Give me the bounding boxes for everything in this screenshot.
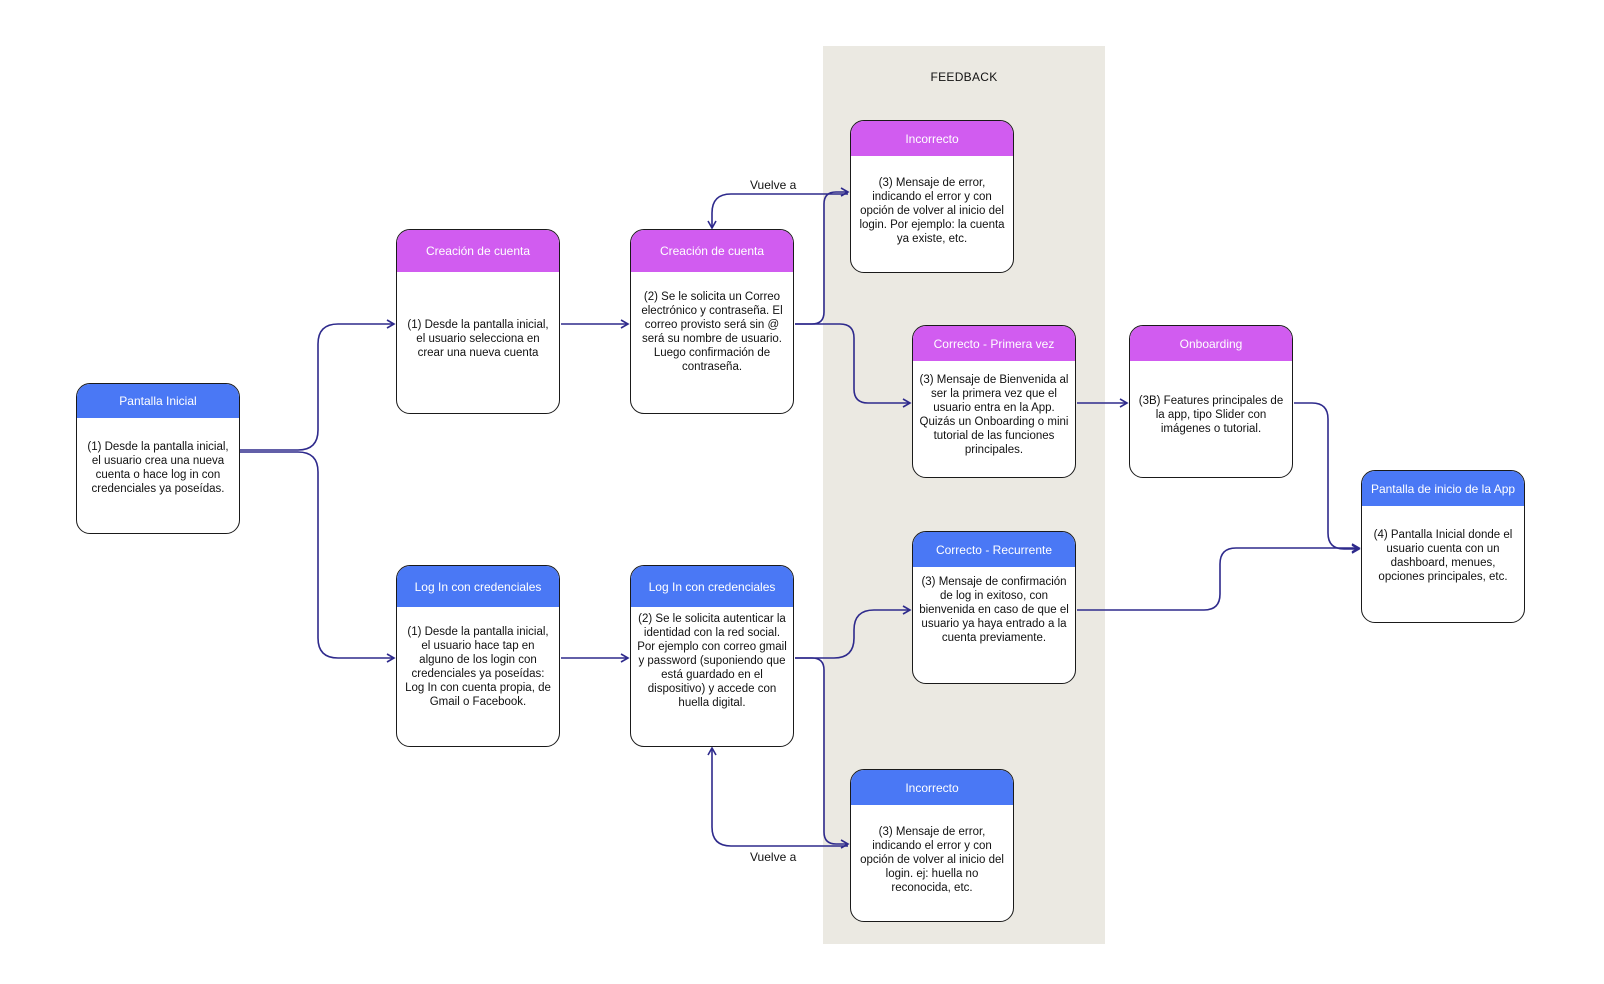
node-header: Log In con credenciales [631, 566, 793, 607]
edge-incorrecto-vuelve-creacion2 [707, 193, 848, 230]
node-header: Incorrecto [851, 121, 1013, 156]
node-creacion-cuenta-2: Creación de cuenta (2) Se le solicita un… [630, 229, 794, 414]
node-body: (2) Se le solicita autenticar la identid… [637, 613, 787, 709]
node-header: Correcto - Recurrente [913, 532, 1075, 567]
edge-inicial-to-login [239, 451, 396, 663]
node-header: Onboarding [1130, 326, 1292, 361]
edge-creacion2-to-primera-vez [795, 323, 912, 408]
edge-inicial-to-creacion [239, 319, 396, 451]
feedback-title: FEEDBACK [930, 70, 998, 84]
edge-incorrecto-vuelve-login2 [707, 746, 848, 847]
node-body: (1) Desde la pantalla inicial, el usuari… [407, 319, 549, 359]
node-pantalla-inicio-app: Pantalla de inicio de la App (4) Pantall… [1361, 470, 1525, 623]
node-body: (3) Mensaje de Bienvenida al ser la prim… [919, 374, 1069, 456]
node-header: Log In con credenciales [397, 566, 559, 607]
edge-login2-to-incorrecto-bottom [795, 657, 850, 849]
node-header: Creación de cuenta [631, 230, 793, 272]
node-header: Pantalla de inicio de la App [1362, 471, 1524, 506]
edge-creacion2-to-incorrecto [795, 187, 850, 325]
node-body: (3) Mensaje de error, indicando el error… [859, 177, 1005, 245]
edge-recurrente-to-inicio-app [1077, 543, 1361, 611]
node-body: (3) Mensaje de confirmación de log in ex… [919, 576, 1069, 644]
node-body: (3) Mensaje de error, indicando el error… [860, 826, 1004, 894]
edge-onboarding-to-inicio-app [1294, 402, 1361, 554]
node-correcto-primera-vez: Correcto - Primera vez (3) Mensaje de Bi… [912, 325, 1076, 478]
node-header: Correcto - Primera vez [913, 326, 1075, 361]
node-incorrecto-bottom: Incorrecto (3) Mensaje de error, indican… [850, 769, 1014, 922]
node-creacion-cuenta-1: Creación de cuenta (1) Desde la pantalla… [396, 229, 560, 414]
node-body: (1) Desde la pantalla inicial, el usuari… [87, 441, 229, 495]
node-onboarding: Onboarding (3B) Features principales de … [1129, 325, 1293, 478]
edge-login2-to-recurrente [795, 605, 912, 659]
node-correcto-recurrente: Correcto - Recurrente (3) Mensaje de con… [912, 531, 1076, 684]
edge-label-vuelve-top: Vuelve a [750, 178, 797, 192]
node-body: (3B) Features principales de la app, tip… [1138, 395, 1284, 435]
edge-label-vuelve-bottom: Vuelve a [750, 850, 797, 864]
node-body: (4) Pantalla Inicial donde el usuario cu… [1373, 529, 1513, 583]
node-login-1: Log In con credenciales (1) Desde la pan… [396, 565, 560, 747]
node-header: Incorrecto [851, 770, 1013, 805]
node-header: Creación de cuenta [397, 230, 559, 272]
node-pantalla-inicial: Pantalla Inicial (1) Desde la pantalla i… [76, 383, 240, 534]
node-body: (2) Se le solicita un Correo electrónico… [641, 291, 783, 373]
node-login-2: Log In con credenciales (2) Se le solici… [630, 565, 794, 747]
node-body: (1) Desde la pantalla inicial, el usuari… [405, 626, 551, 708]
node-header: Pantalla Inicial [77, 384, 239, 418]
node-incorrecto-top: Incorrecto (3) Mensaje de error, indican… [850, 120, 1014, 273]
